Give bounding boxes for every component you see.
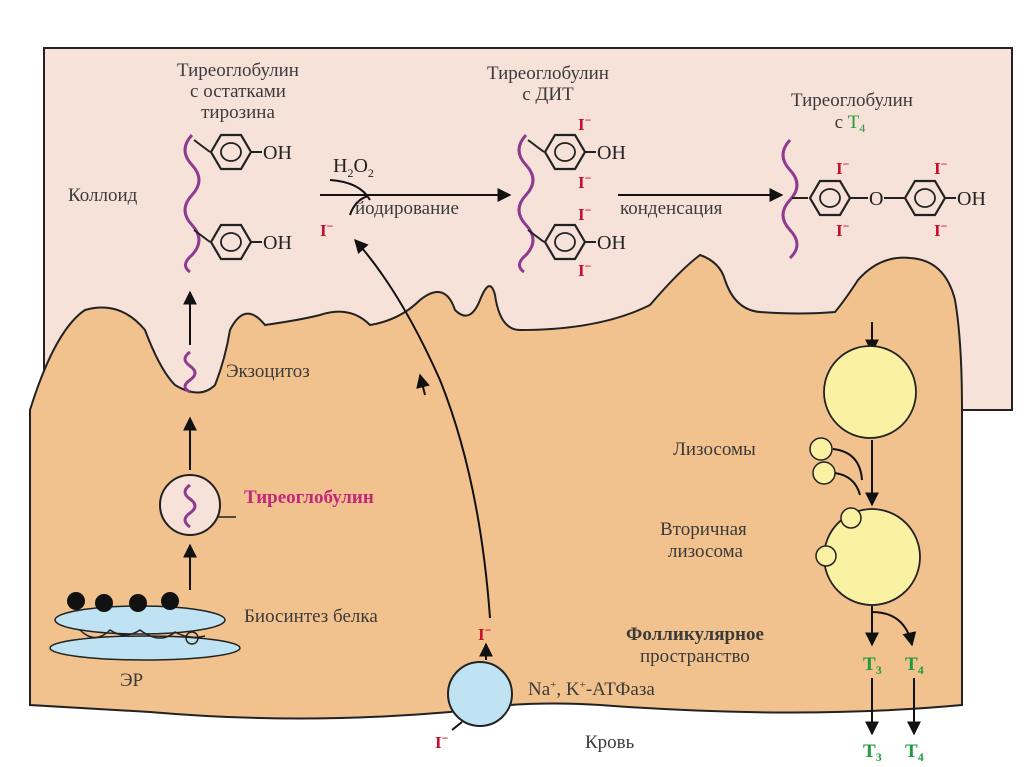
na-k-atpase-pump	[447, 661, 513, 727]
er-label: ЭР	[120, 670, 143, 691]
label-tg-tyrosine-2: с остатками	[190, 81, 286, 102]
h2o2-label: H2O2	[333, 155, 374, 180]
t4-iodide-2: I−	[836, 219, 850, 240]
iodide-blood: I−	[435, 731, 449, 752]
exocytosis-protein	[183, 350, 197, 394]
thyroglobulin-label: Тиреоглобулин	[244, 487, 374, 508]
oh-group-5: OH	[957, 188, 986, 210]
label-tg-tyrosine-3: тирозина	[201, 102, 275, 123]
oh-group-3: OH	[597, 142, 626, 164]
t4-in-cell: T4	[905, 654, 924, 677]
blood-label: Кровь	[585, 732, 635, 753]
condensation-label: конденсация	[620, 198, 723, 219]
lysosome-1	[809, 437, 833, 461]
t4-iodide-1: I−	[836, 157, 850, 178]
iodination-curve	[349, 195, 369, 216]
dit-iodide-4: I−	[578, 259, 592, 280]
t4-iodide-4: I−	[934, 219, 948, 240]
protein-synthesis-label: Биосинтез белка	[244, 606, 378, 627]
label-tg-t4-1: Тиреоглобулин	[791, 90, 913, 111]
label-t4: T	[848, 112, 860, 133]
dit-iodide-1: I−	[578, 113, 592, 134]
exocytosis-label: Экзоцитоз	[226, 361, 310, 382]
ribosome-2	[95, 594, 113, 612]
oh-group-2: OH	[263, 232, 292, 254]
t3-in-blood: T3	[863, 741, 882, 764]
follicular-space-label-2: пространство	[640, 646, 750, 667]
t3-in-cell: T3	[863, 654, 882, 677]
follicular-cell	[29, 253, 963, 720]
ribosome-3	[129, 594, 147, 612]
oh-group-1: OH	[263, 142, 292, 164]
thyroglobulin-vesicle	[159, 474, 221, 536]
dit-iodide-3: I−	[578, 203, 592, 224]
pump-label: Na+, K+-АТФаза	[528, 679, 655, 700]
follicular-space-label-1: Фолликулярное	[626, 624, 764, 645]
thyroglobulin-chain-1	[183, 133, 201, 274]
thyroglobulin-chain-2	[517, 133, 535, 274]
oh-group-4: OH	[597, 232, 626, 254]
thyroglobulin-chain-3	[781, 138, 799, 260]
iodination-label: йодирование	[355, 198, 459, 219]
label-tg-t4-2: с T4	[835, 112, 866, 135]
t4-in-blood: T4	[905, 741, 924, 764]
secondary-lysosome-label-1: Вторичная	[660, 519, 747, 540]
h2o2-curve	[329, 179, 371, 201]
lysosomes-label: Лизосомы	[673, 439, 756, 460]
dit-iodide-2: I−	[578, 171, 592, 192]
er-cistern-lower	[49, 635, 241, 661]
vesicle-protein	[183, 483, 197, 529]
label-tg-tyrosine-1: Тиреоглобулин	[177, 60, 299, 81]
iodide-transport-arrow	[354, 238, 491, 619]
ribosome-4	[161, 592, 179, 610]
iodide-colloid: I−	[320, 219, 334, 240]
arrow-release-t4	[871, 611, 917, 647]
lysosome-path-1	[832, 448, 863, 481]
iodide-entry-line	[451, 721, 463, 731]
colloid-droplet	[823, 345, 917, 439]
secondary-lysosome-label-2: лизосома	[668, 541, 743, 562]
t4-iodide-3: I−	[934, 157, 948, 178]
secondary-lysosome	[823, 508, 921, 606]
label-tg-dit-1: Тиреоглобулин	[487, 63, 609, 84]
oxygen-bridge: O	[869, 188, 883, 210]
label-tg-dit-2: с ДИТ	[522, 84, 574, 105]
ribosome-1	[67, 592, 85, 610]
colloid-label: Коллоид	[68, 185, 138, 206]
lysosome-path-2	[834, 472, 861, 496]
lysosome-2	[812, 461, 836, 485]
er-lumen-protein	[79, 629, 206, 639]
iodide-midway-arrow	[416, 373, 430, 396]
iodide-cell: I−	[478, 623, 492, 644]
